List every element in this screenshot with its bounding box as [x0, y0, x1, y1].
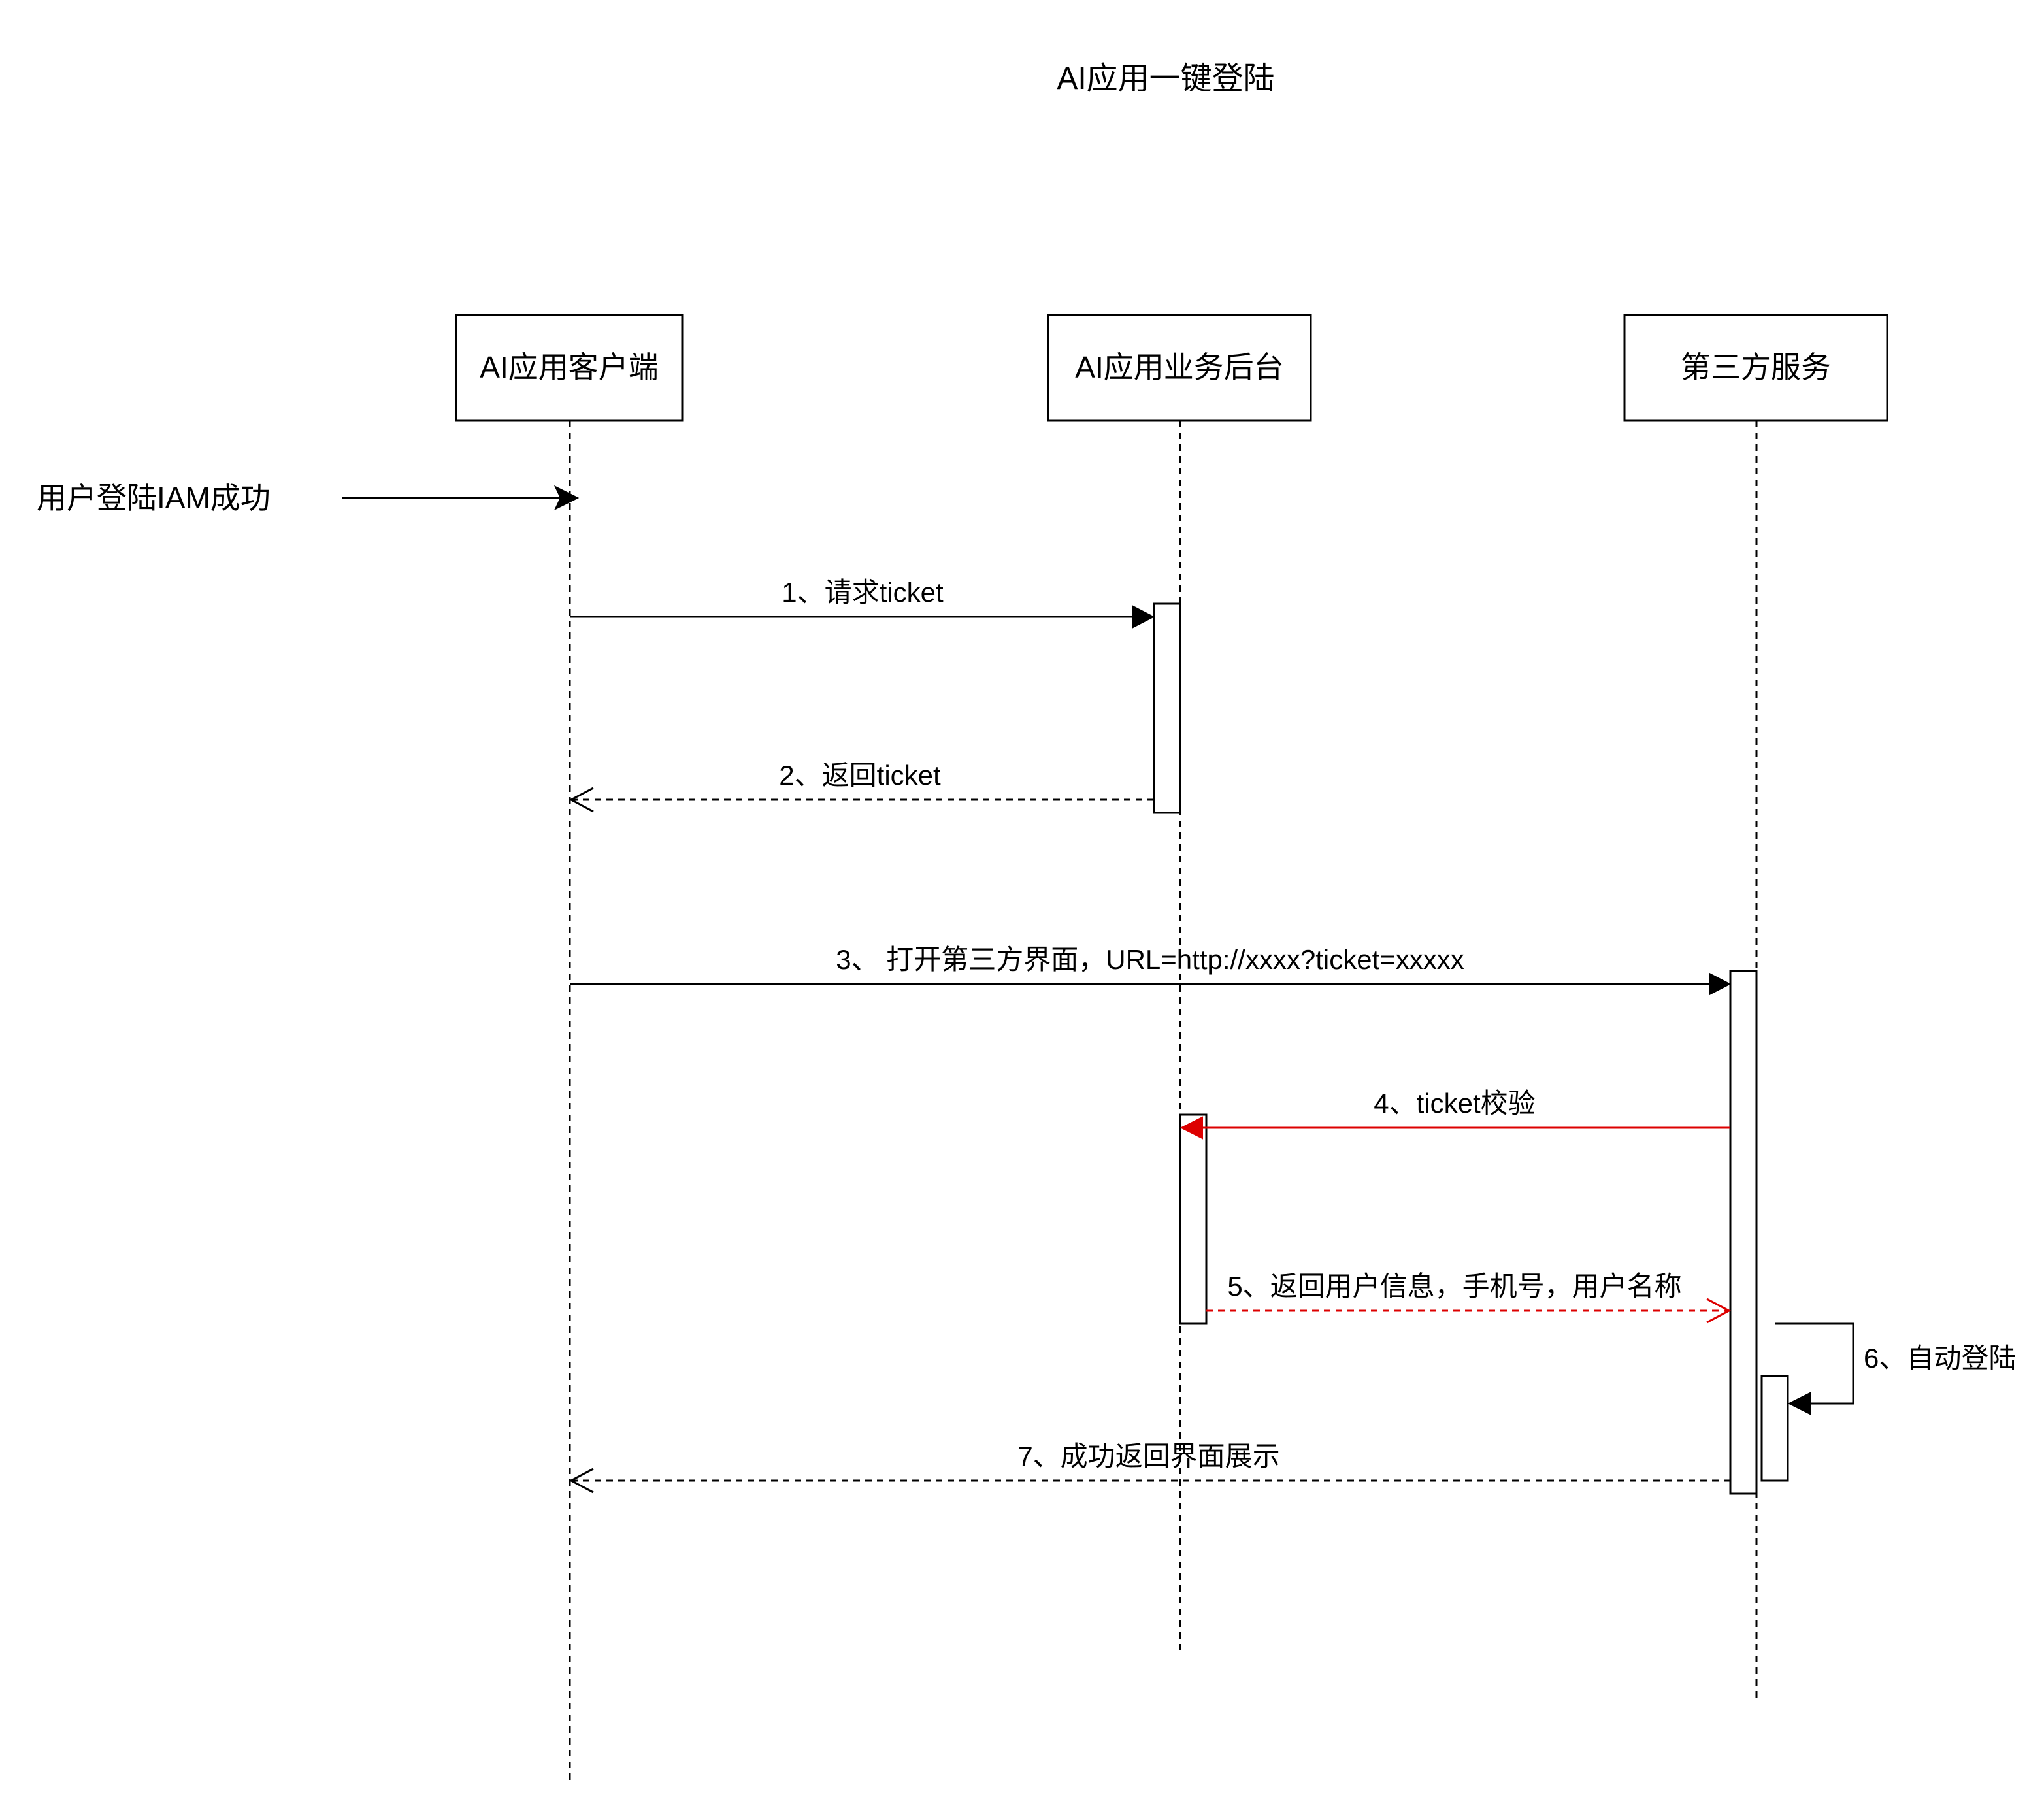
participant-third-party-label: 第三方服务	[1681, 350, 1831, 384]
message-6: 6、自动登陆	[1775, 1322, 2016, 1415]
message-7: 7、成功返回界面展示	[569, 1441, 1730, 1494]
participant-backend: AI应用业务后台	[1047, 314, 1312, 422]
participant-third-party-box	[1623, 314, 1888, 422]
participant-client: AI应用客户端	[455, 314, 684, 422]
message-2-arrowhead	[569, 787, 594, 813]
message-1-arrowhead	[1132, 605, 1155, 629]
message-4-label: 4、ticket校验	[1374, 1088, 1535, 1119]
message-1: 1、请求ticket	[570, 577, 1155, 629]
precondition-arrowhead	[553, 485, 580, 511]
message-2: 2、返回ticket	[569, 760, 1154, 813]
message-7-label: 7、成功返回界面展示	[1017, 1441, 1279, 1471]
message-7-arrowhead	[569, 1468, 594, 1494]
diagram-title: AI应用一键登陆	[1057, 61, 1274, 96]
participant-backend-label: AI应用业务后台	[1075, 350, 1283, 384]
activation-backend-2	[1179, 1113, 1208, 1325]
precondition-label: 用户登陆IAM成功	[37, 481, 271, 515]
participant-client-box	[455, 314, 684, 422]
message-5-label: 5、返回用户信息，手机号，用户名称	[1227, 1271, 1681, 1302]
message-6-line	[1775, 1322, 1854, 1405]
message-1-label: 1、请求ticket	[782, 577, 944, 608]
message-3-label: 3、 打开第三方界面，URL=http://xxxx?ticket=xxxxx	[836, 944, 1464, 975]
activation-backend-1	[1153, 602, 1181, 814]
message-2-label: 2、返回ticket	[779, 760, 941, 791]
message-4-arrowhead	[1179, 1116, 1203, 1140]
precondition: 用户登陆IAM成功	[37, 481, 580, 515]
message-6-arrowhead	[1787, 1392, 1811, 1415]
message-6-label: 6、自动登陆	[1864, 1343, 2016, 1373]
message-5: 5、返回用户信息，手机号，用户名称	[1206, 1271, 1732, 1324]
activation-third-party-self	[1760, 1375, 1789, 1482]
message-4: 4、ticket校验	[1179, 1088, 1730, 1140]
participant-client-label: AI应用客户端	[480, 350, 658, 384]
message-5-arrowhead	[1706, 1298, 1732, 1324]
activation-third-party	[1729, 970, 1758, 1495]
participant-third-party: 第三方服务	[1623, 314, 1888, 422]
participant-backend-box	[1047, 314, 1312, 422]
message-3: 3、 打开第三方界面，URL=http://xxxx?ticket=xxxxx	[570, 944, 1732, 996]
message-3-arrowhead	[1709, 972, 1732, 996]
